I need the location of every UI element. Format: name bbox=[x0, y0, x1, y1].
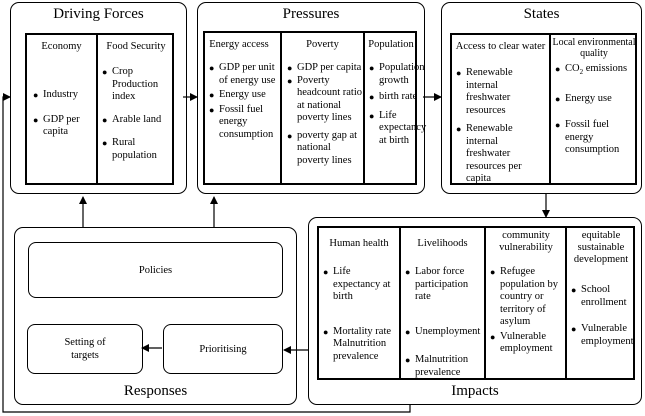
column-heading: Population bbox=[368, 39, 414, 50]
list-item: Rural population bbox=[102, 137, 174, 162]
states-title: States bbox=[523, 6, 560, 22]
column-heading: community vulnerability bbox=[499, 230, 553, 253]
list-item: Poverty headcount ratio at national pove… bbox=[287, 75, 363, 125]
column-heading: Food Security bbox=[106, 41, 166, 52]
list-item: Malnutrition prevalence bbox=[333, 338, 387, 362]
local-environment-column: Local environmental quality CO2 emission… bbox=[549, 35, 637, 183]
population-column: Population Population growth birth rate … bbox=[363, 33, 426, 183]
impacts-panel: Human health Life expectancy at birth Mo… bbox=[308, 217, 642, 405]
states-table: Access to clear water Renewable internal… bbox=[450, 33, 637, 185]
list-item: GDP per unit of energy use bbox=[209, 62, 279, 87]
states-panel: States Access to clear water Renewable i… bbox=[441, 2, 642, 194]
equitable-development-column: equitable sustainable development School… bbox=[565, 228, 635, 378]
list-item: birth rate bbox=[369, 91, 419, 104]
access-water-column: Access to clear water Renewable internal… bbox=[452, 35, 549, 186]
driving-forces-title: Driving Forces bbox=[53, 6, 144, 22]
list-item: Fossil fuel energy consumption bbox=[555, 119, 639, 157]
list-item: Arable land bbox=[102, 114, 174, 127]
list-item: GDP per capita bbox=[33, 114, 91, 139]
list-item: Labor force participation rate bbox=[405, 266, 485, 304]
policies-box: Policies bbox=[28, 242, 283, 298]
community-vulnerability-column: community vulnerability Refugee populati… bbox=[484, 228, 565, 378]
column-heading: Economy bbox=[41, 41, 82, 52]
list-item: GDP per capita bbox=[287, 62, 363, 75]
co2-emissions-item: CO2 emissions bbox=[555, 63, 639, 79]
list-item: Population growth bbox=[369, 62, 425, 87]
column-heading: Energy access bbox=[209, 39, 269, 50]
list-item: Refugee population by country or territo… bbox=[490, 266, 566, 329]
list-item: Mortality rate bbox=[323, 326, 397, 339]
setting-targets-box: Setting of targets bbox=[27, 324, 143, 374]
pressures-title: Pressures bbox=[282, 6, 340, 22]
list-item: Life expectancy at birth bbox=[369, 110, 426, 148]
list-item: Vulnerable employment bbox=[571, 323, 637, 348]
list-item: Crop Production index bbox=[102, 66, 176, 104]
driving-forces-table: Economy Industry GDP per capita Food Sec… bbox=[25, 33, 174, 185]
livelihoods-column: Livelihoods Labor force participation ra… bbox=[399, 228, 484, 378]
list-item: Unemployment bbox=[405, 326, 485, 339]
list-item: Renewable internal freshwater resources … bbox=[456, 123, 544, 186]
impacts-table: Human health Life expectancy at birth Mo… bbox=[317, 226, 635, 380]
responses-panel: Policies Setting of targets Prioritising… bbox=[14, 227, 297, 405]
column-heading: Access to clear water bbox=[455, 41, 546, 52]
list-item: Fossil fuel energy consumption bbox=[209, 104, 279, 142]
list-item: Renewable internal freshwater resources bbox=[456, 67, 544, 117]
food-security-column: Food Security Crop Production index Arab… bbox=[96, 35, 174, 183]
economy-column: Economy Industry GDP per capita bbox=[27, 35, 96, 183]
list-item: Life expectancy at birth bbox=[323, 266, 397, 304]
driving-forces-panel: Driving Forces Economy Industry GDP per … bbox=[10, 2, 187, 194]
energy-access-column: Energy access GDP per unit of energy use… bbox=[205, 33, 280, 183]
column-heading: Human health bbox=[329, 238, 389, 249]
list-item: Industry bbox=[33, 89, 96, 102]
prioritising-box: Prioritising bbox=[163, 324, 283, 374]
column-heading: Poverty bbox=[306, 39, 339, 50]
poverty-column: Poverty GDP per capita Poverty headcount… bbox=[280, 33, 363, 183]
human-health-column: Human health Life expectancy at birth Mo… bbox=[319, 228, 399, 378]
column-heading: Livelihoods bbox=[417, 238, 468, 249]
list-item: Energy use bbox=[209, 89, 279, 102]
list-item: Energy use bbox=[555, 93, 639, 106]
pressures-panel: Pressures Energy access GDP per unit of … bbox=[197, 2, 426, 194]
list-item: poverty gap at national poverty lines bbox=[287, 130, 363, 168]
impacts-title: Impacts bbox=[451, 383, 499, 399]
list-item: Malnutrition prevalence bbox=[405, 354, 485, 379]
list-item: Vulnerable employment bbox=[490, 331, 566, 356]
pressures-table: Energy access GDP per unit of energy use… bbox=[203, 31, 426, 185]
column-heading: equitable sustainable development bbox=[573, 230, 629, 265]
list-item: School enrollment bbox=[571, 284, 637, 309]
column-heading: Local environmental quality bbox=[552, 37, 636, 59]
responses-title: Responses bbox=[123, 383, 188, 399]
